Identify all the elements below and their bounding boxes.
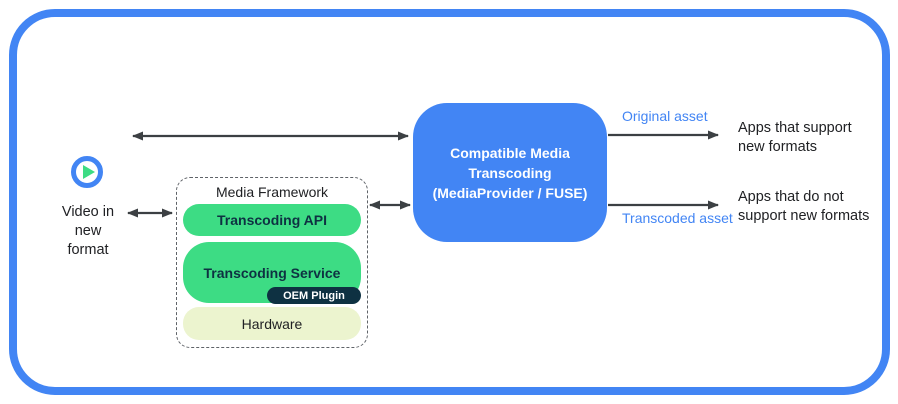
compatible-media-transcoding-box: Compatible Media Transcoding (MediaProvi…	[413, 103, 607, 242]
oem-plugin-pill: OEM Plugin	[267, 287, 361, 304]
apps-support-label: Apps that support new formats	[738, 120, 852, 155]
video-source-label: Video in new format	[61, 204, 115, 258]
original-asset-label: Original asset	[622, 108, 708, 124]
diagram-border	[9, 9, 890, 395]
apps-no-support-label: Apps that do not support new formats	[738, 189, 870, 224]
media-framework-box: Media Framework Transcoding API Transcod…	[176, 177, 368, 348]
hardware-pill: Hardware	[183, 307, 361, 340]
media-framework-title: Media Framework	[215, 184, 329, 200]
transcoded-asset-label: Transcoded asset	[622, 210, 733, 226]
play-triangle-icon	[83, 165, 95, 179]
video-play-icon	[71, 156, 103, 188]
transcoding-api-pill: Transcoding API	[183, 204, 361, 236]
